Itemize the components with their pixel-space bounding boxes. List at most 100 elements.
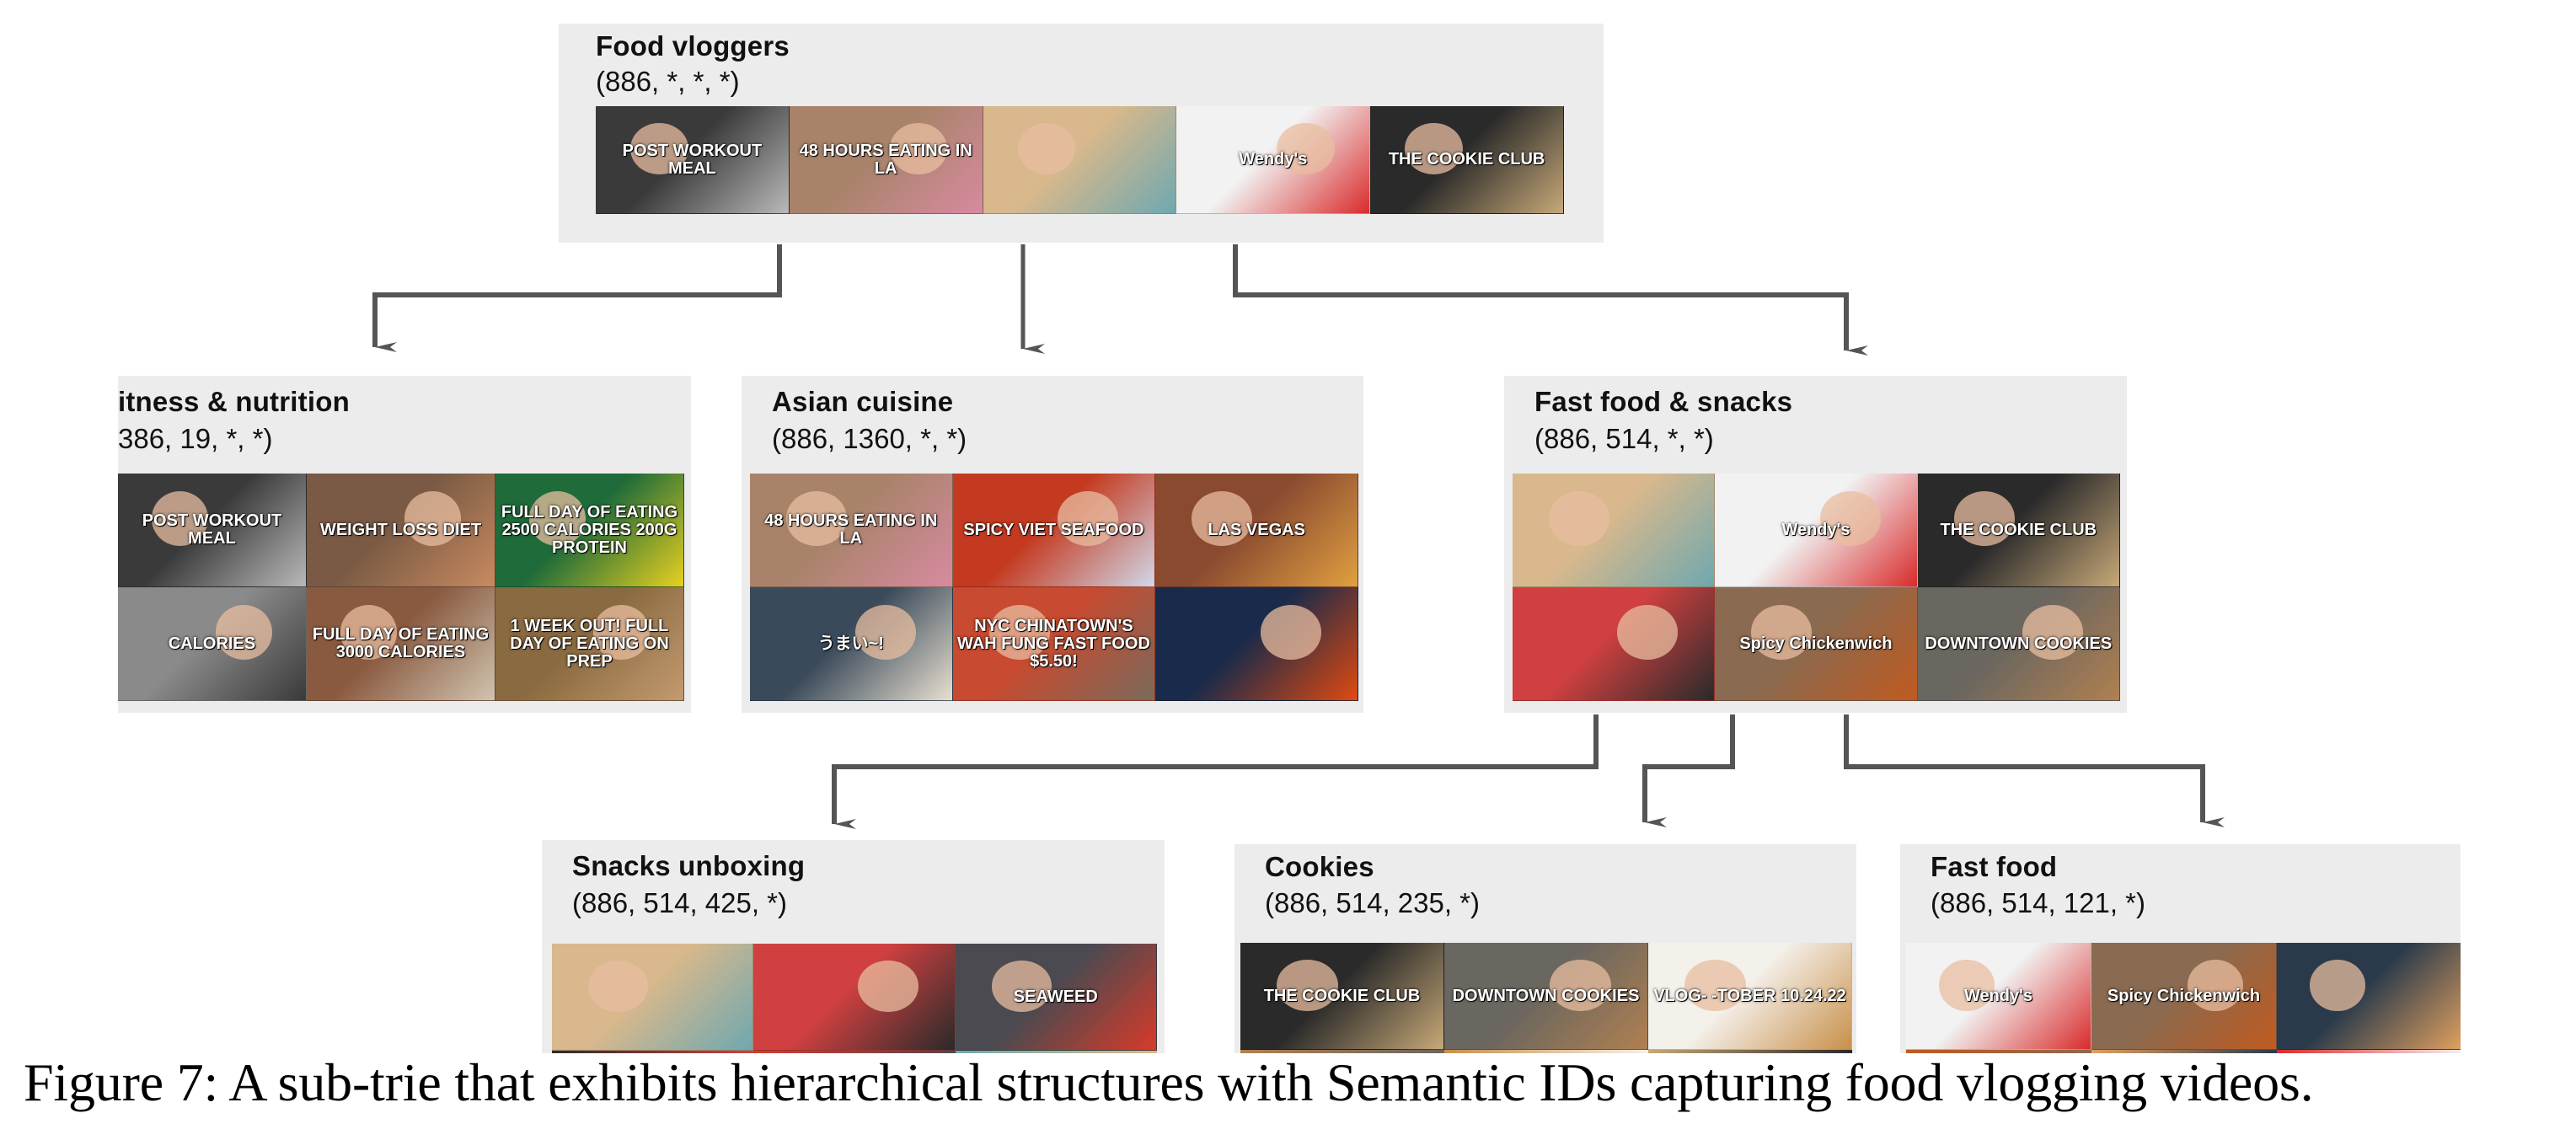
person-silhouette-icon [152,491,209,546]
thumbnail-text: THE COOKIE CLUB [1388,150,1545,169]
person-silhouette-icon [786,491,848,546]
node-snacks-unboxing: Snacks unboxing (886, 514, 425, *) SEAWE… [542,840,1165,1053]
video-thumbnail: FULL DAY OF EATING 2500 CALORIES 200G PR… [495,474,684,587]
thumbnail-text: SEAWEED [1013,987,1098,1006]
video-thumbnail: FULL DAY OF EATING 3000 CALORIES [307,587,495,701]
video-thumbnail: DOWNTOWN COOKIES [1444,943,1648,1050]
node-title: itness & nutrition [118,386,350,417]
video-thumbnail: 1 WEEK OUT! FULL DAY OF EATING ON PREP [495,587,684,701]
node-cookies: Cookies (886, 514, 235, *) THE COOKIE CL… [1234,844,1856,1053]
node-semantic-id: (886, 1360, *, *) [772,423,967,454]
thumbnail-text: 48 HOURS EATING IN LA [799,141,972,178]
thumbnail-grid: SEAWEED [552,944,1157,1053]
video-thumbnail: SEAWEED [955,944,1157,1051]
node-semantic-id: (886, 514, 425, *) [572,887,788,918]
thumbnail-text: FULL DAY OF EATING 3000 CALORIES [312,625,490,661]
person-silhouette-icon [1684,960,1746,1011]
node-title: Cookies [1265,851,1374,882]
thumbnail-text: Wendy's [1963,986,2033,1005]
video-thumbnail-partial [2091,1050,2277,1053]
video-thumbnail-partial [1444,1050,1648,1053]
person-silhouette-icon [889,123,948,175]
person-silhouette-icon [215,605,272,660]
edge-fastfood-fastfood [1844,715,2225,827]
video-thumbnail: うまい~! [750,587,953,701]
node-semantic-id: (886, 514, *, *) [1534,423,1714,454]
video-thumbnail [1513,587,1716,701]
person-silhouette-icon [1058,491,1119,546]
thumbnail-text: うまい~! [817,634,884,653]
thumbnail-grid: POST WORKOUT MEAL WEIGHT LOSS DIET FULL DA… [118,474,684,701]
video-thumbnail: 48 HOURS EATING IN LA [789,106,983,214]
node-title: Fast food & snacks [1534,386,1793,417]
person-silhouette-icon [1192,491,1253,546]
node-semantic-id: (886, 514, 121, *) [1931,887,2146,918]
thumbnail-text: CALORIES [168,634,256,653]
video-thumbnail: Wendy's [1715,474,1918,587]
person-silhouette-icon [2022,605,2083,660]
thumbnail-text: Spicy Chickenwich [1739,634,1893,653]
thumbnail-text: POST WORKOUT MEAL [622,141,763,178]
node-fitness-nutrition: itness & nutrition 386, 19, *, *) POST W… [118,376,691,713]
video-thumbnail: WEIGHT LOSS DIET [307,474,495,587]
video-thumbnail: Wendy's [1176,106,1371,214]
person-silhouette-icon [340,605,398,660]
video-thumbnail-partial [753,1051,956,1053]
thumbnail-text: LAS VEGAS [1208,520,1305,539]
thumbnail-text: DOWNTOWN COOKIES [1452,986,1640,1005]
thumbnail-text: NYC CHINATOWN'S WAH FUNG FAST FOOD $5.50… [957,616,1150,671]
thumbnail-grid: THE COOKIE CLUB DOWNTOWN COOKIES VLOG- -TO… [1240,943,1852,1053]
person-silhouette-icon [529,491,586,546]
thumbnail-text: THE COOKIE CLUB [1263,986,1421,1005]
node-semantic-id: 386, 19, *, *) [118,423,273,454]
video-thumbnail: SPICY VIET SEAFOOD [952,474,1156,587]
person-silhouette-icon [1405,123,1463,175]
person-silhouette-icon [1550,960,1611,1011]
node-asian-cuisine: Asian cuisine (886, 1360, *, *) 48 HOURS… [742,376,1363,713]
person-silhouette-icon [2187,960,2243,1011]
person-silhouette-icon [1953,491,2015,546]
node-title: Fast food [1931,851,2058,882]
video-thumbnail [1155,587,1358,701]
video-thumbnail: CALORIES [118,587,307,701]
person-silhouette-icon [1260,605,1321,660]
video-thumbnail-partial [2277,1050,2461,1053]
node-fast-food-snacks: Fast food & snacks (886, 514, *, *) Wend… [1504,376,2127,713]
node-title: Asian cuisine [772,386,954,417]
person-silhouette-icon [630,123,688,175]
thumbnail-text: 48 HOURS EATING IN LA [764,511,938,548]
video-thumbnail: DOWNTOWN COOKIES [1917,587,2120,701]
person-silhouette-icon [988,605,1050,660]
thumbnail-grid: 48 HOURS EATING IN LA SPICY VIET SEAFOOD L… [750,474,1358,701]
node-food-vloggers: Food vloggers (886, *, *, *) POST WORKOU… [559,24,1604,243]
video-thumbnail: POST WORKOUT MEAL [118,474,307,587]
video-thumbnail-partial [1906,1050,2091,1053]
video-thumbnail: VLOG- -TOBER 10.24.22 [1648,943,1852,1050]
person-silhouette-icon [854,605,916,660]
node-title: Snacks unboxing [572,850,806,881]
video-thumbnail [552,944,754,1051]
video-thumbnail-partial [1240,1050,1444,1053]
thumbnail-text: SPICY VIET SEAFOOD [963,520,1144,539]
person-silhouette-icon [1277,123,1335,175]
person-silhouette-icon [404,491,461,546]
thumbnail-text: DOWNTOWN COOKIES [1925,634,2113,653]
video-thumbnail: 48 HOURS EATING IN LA [750,474,953,587]
person-silhouette-icon [1751,605,1813,660]
video-thumbnail [1513,474,1716,587]
video-thumbnail: LAS VEGAS [1155,474,1358,587]
person-silhouette-icon [858,961,918,1012]
video-thumbnail-partial [552,1051,754,1053]
video-thumbnail [983,106,1177,214]
thumbnail-text: WEIGHT LOSS DIET [319,520,482,539]
person-silhouette-icon [587,961,649,1012]
video-thumbnail [2277,943,2461,1050]
edge-fastfood-cookies [1642,715,1735,827]
thumbnail-text: Spicy Chickenwich [2107,986,2261,1005]
thumbnail-text: THE COOKIE CLUB [1940,520,2097,539]
video-thumbnail: Wendy's [1906,943,2091,1050]
person-silhouette-icon [1939,960,1995,1011]
person-silhouette-icon [1277,960,1338,1011]
video-thumbnail: Spicy Chickenwich [2091,943,2277,1050]
